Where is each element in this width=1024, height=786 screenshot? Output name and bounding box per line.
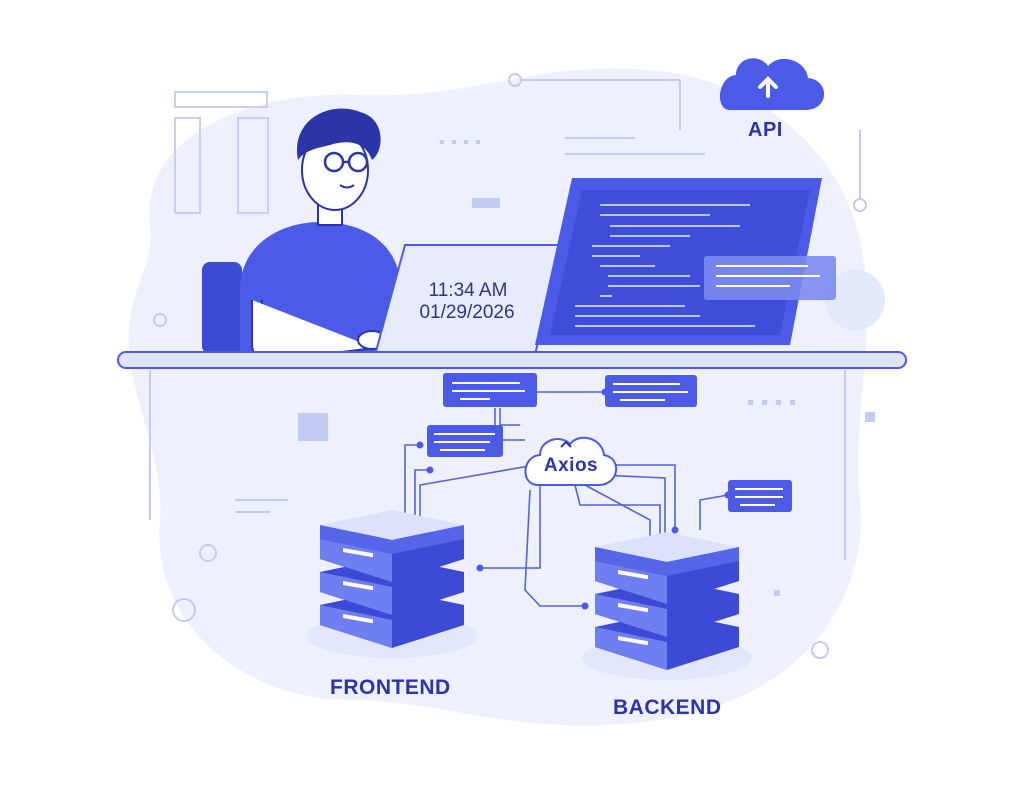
laptop-clock-date: 01/29/2026 xyxy=(419,302,515,323)
decor-lines xyxy=(149,79,861,560)
server-stack-icon xyxy=(307,510,477,658)
decor-bubble xyxy=(825,270,885,330)
desk xyxy=(117,351,907,369)
decor-left-frame xyxy=(174,91,269,214)
backend-label: BACKEND xyxy=(613,696,722,719)
code-card-top-right xyxy=(605,375,697,407)
monitor-icon xyxy=(535,178,836,345)
frontend-server-middle xyxy=(320,557,464,615)
axios-label: Axios xyxy=(543,455,599,476)
backend-server-bottom xyxy=(595,612,739,670)
code-card-middle-left xyxy=(427,425,503,457)
backend-server-top xyxy=(595,532,739,604)
axios-cloud-icon xyxy=(524,436,618,486)
frontend-server-bottom xyxy=(320,590,464,648)
code-card-top-left xyxy=(443,373,537,407)
decor-dots xyxy=(298,140,875,596)
api-label: API xyxy=(748,119,783,141)
cloud-upload-icon xyxy=(719,58,825,110)
code-card-right xyxy=(728,480,792,512)
chair-icon xyxy=(202,262,242,354)
backend-server-middle xyxy=(595,579,739,637)
frontend-server-top xyxy=(320,510,464,582)
frontend-label: FRONTEND xyxy=(330,676,451,699)
person-icon xyxy=(240,108,405,362)
laptop-clock-time: 11:34 AM xyxy=(428,280,508,301)
decor-circles xyxy=(153,73,867,659)
server-stack-icon xyxy=(582,532,752,680)
